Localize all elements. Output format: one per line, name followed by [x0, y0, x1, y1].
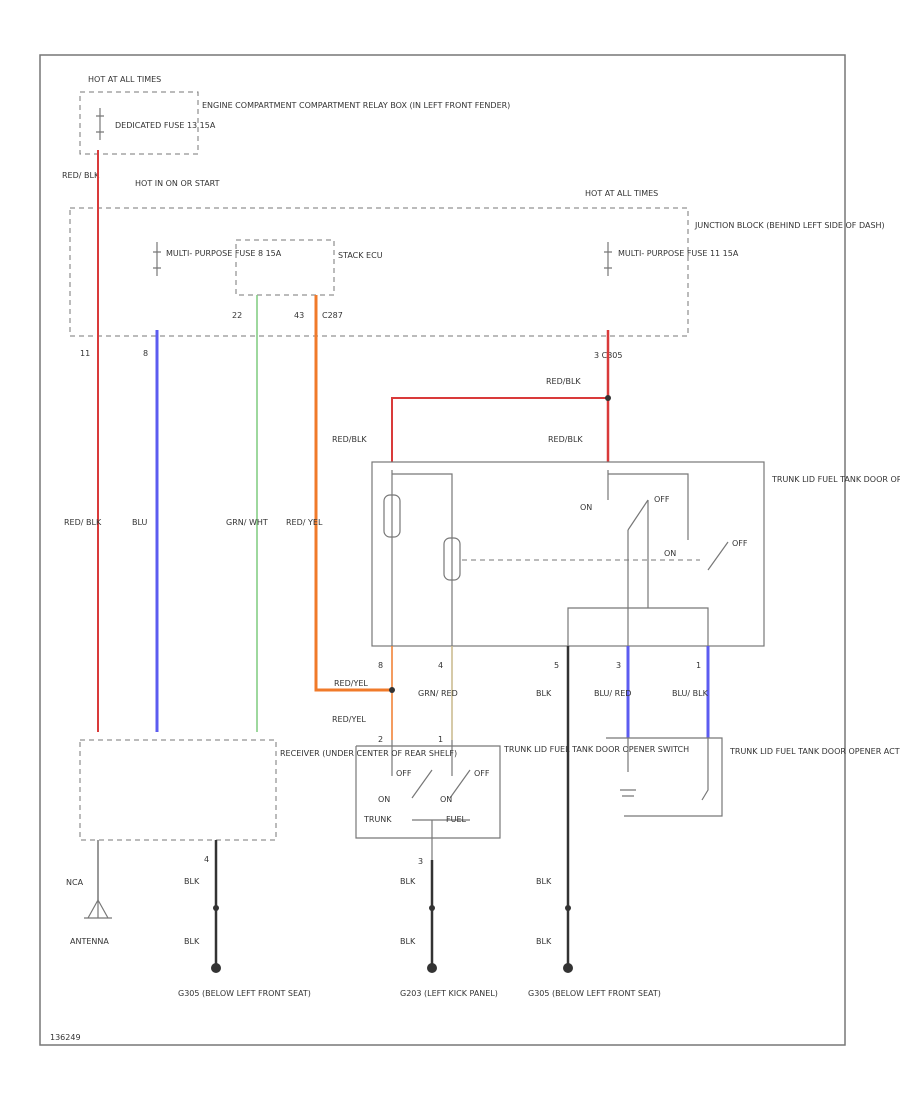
- blk-g2b-label: BLK: [400, 937, 416, 946]
- dedicated-fuse-label: DEDICATED FUSE 13 15A: [115, 121, 216, 130]
- trunk-lid-relay-label: TRUNK LID FUEL TANK DOOR OPENER RELAY (I…: [771, 475, 900, 484]
- ground-2-terminal: [427, 963, 437, 973]
- red-blk-j3-label: RED/BLK: [548, 435, 583, 444]
- switch-pin-2-label: 2: [378, 735, 383, 744]
- splice-ground-2: [429, 905, 435, 911]
- stack-ecu-label: STACK ECU: [338, 251, 383, 260]
- ground-1-label: G305 (BELOW LEFT FRONT SEAT): [178, 989, 311, 998]
- pin-8-label: 8: [143, 349, 148, 358]
- hot-at-all-times-right-label: HOT AT ALL TIMES: [585, 189, 658, 198]
- fuse-dedicated: [96, 108, 104, 140]
- switch-outline: [355, 745, 501, 839]
- ground-1-terminal: [211, 963, 221, 973]
- blk-g3a-label: BLK: [536, 877, 552, 886]
- trunk-lid-switch-label: TRUNK LID FUEL TANK DOOR OPENER SWITCH: [503, 745, 689, 754]
- ground-2-label: G203 (LEFT KICK PANEL): [400, 989, 498, 998]
- switch-pin-1-label: 1: [438, 735, 443, 744]
- red-blk-j2-label: RED/BLK: [332, 435, 367, 444]
- red-blk-j1-label: RED/BLK: [546, 377, 581, 386]
- grn-wht-wire-label: GRN/ WHT: [226, 518, 268, 527]
- stack-ecu-box: [235, 239, 335, 296]
- switch-pin-3-label: 3: [418, 857, 423, 866]
- switch-on1-label: ON: [378, 795, 390, 804]
- switch-contacts: [391, 740, 471, 860]
- red-yel-wire-label: RED/ YEL: [286, 518, 323, 527]
- relay-contact-2: [707, 541, 729, 571]
- red-yel-2-label: RED/YEL: [332, 715, 366, 724]
- c287-label: C287: [322, 311, 343, 320]
- actuator-outline: [606, 737, 723, 817]
- receiver-pin-4-label: 4: [204, 855, 209, 864]
- pin-11-label: 11: [80, 349, 90, 358]
- splice-red-yel: [389, 687, 395, 693]
- engine-relay-box: [79, 91, 199, 155]
- fuse-11: [604, 242, 612, 276]
- switch-trunk-label: TRUNK: [363, 815, 392, 824]
- relay-off2-label: OFF: [732, 539, 748, 548]
- switch-on2-label: ON: [440, 795, 452, 804]
- blk-g1a-label: BLK: [184, 877, 200, 886]
- receiver-box: [79, 739, 277, 841]
- multi-purpose-fuse-8-label: MULTI- PURPOSE FUSE 8 15A: [166, 249, 282, 258]
- switch-off1-label: OFF: [396, 769, 412, 778]
- receiver-label: RECEIVER (UNDER CENTER OF REAR SHELF): [280, 749, 457, 758]
- junction-block: [69, 207, 689, 337]
- relay-coil-2: [443, 537, 461, 581]
- relay-pin-4-label: 4: [438, 661, 443, 670]
- actuator-symbol: [620, 738, 709, 801]
- blu-blk-label: BLU/ BLK: [672, 689, 709, 698]
- relay-pin-8-label: 8: [378, 661, 383, 670]
- antenna-label: ANTENNA: [70, 937, 109, 946]
- relay-contact-1: [627, 499, 649, 531]
- blu-red-label: BLU/ RED: [594, 689, 631, 698]
- antenna-symbol: [84, 899, 112, 919]
- nca-label: NCA: [66, 878, 84, 887]
- junction-block-label: JUNCTION BLOCK (BEHIND LEFT SIDE OF DASH…: [694, 221, 885, 230]
- fuse-8: [153, 242, 161, 276]
- splice-red-blk: [605, 395, 611, 401]
- relay-coil-1: [383, 494, 401, 538]
- pin-22-label: 22: [232, 311, 242, 320]
- engine-compartment-box-label: ENGINE COMPARTMENT COMPARTMENT RELAY BOX…: [202, 101, 510, 110]
- relay-off1-label: OFF: [654, 495, 670, 504]
- figure-id-label: 136249: [50, 1033, 81, 1042]
- relay-on2-label: ON: [664, 549, 676, 558]
- relay-pin-5-label: 5: [554, 661, 559, 670]
- switch-fuel-label: FUEL: [446, 815, 467, 824]
- blu-wire-label: BLU: [132, 518, 148, 527]
- splice-ground-1: [213, 905, 219, 911]
- pin-43-label: 43: [294, 311, 304, 320]
- diagram-frame: [39, 54, 846, 1046]
- red-blk-top-label: RED/ BLK: [62, 171, 100, 180]
- relay-pin-1-label: 1: [696, 661, 701, 670]
- blk-g1b-label: BLK: [184, 937, 200, 946]
- grn-red-label: GRN/ RED: [418, 689, 458, 698]
- ground-3-terminal: [563, 963, 573, 973]
- switch-off2-label: OFF: [474, 769, 490, 778]
- blk-g2a-label: BLK: [400, 877, 416, 886]
- hot-in-on-or-start-label: HOT IN ON OR START: [135, 179, 220, 188]
- wire-red-blk-branch: [391, 397, 608, 462]
- splice-ground-3: [565, 905, 571, 911]
- ground-3-label: G305 (BELOW LEFT FRONT SEAT): [528, 989, 661, 998]
- relay-internal-wiring: [391, 470, 709, 646]
- relay-on-label: ON: [580, 503, 592, 512]
- red-blk-wire-label: RED/ BLK: [64, 518, 102, 527]
- relay-pin-3-label: 3: [616, 661, 621, 670]
- blk-g3b-label: BLK: [536, 937, 552, 946]
- wire-red-yel-main: [314, 295, 392, 692]
- hot-at-all-times-top-label: HOT AT ALL TIMES: [88, 75, 161, 84]
- red-yel-junction-label: RED/YEL: [334, 679, 368, 688]
- actuator-label: TRUNK LID FUEL TANK DOOR OPENER ACTUATOR…: [729, 747, 900, 756]
- blk-r5-label: BLK: [536, 689, 552, 698]
- multi-purpose-fuse-11-label: MULTI- PURPOSE FUSE 11 15A: [618, 249, 739, 258]
